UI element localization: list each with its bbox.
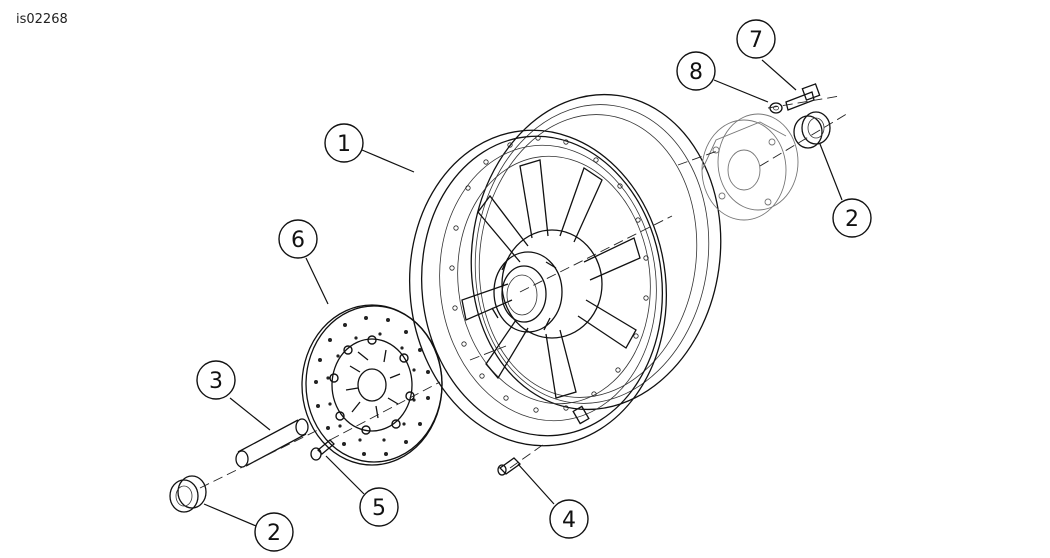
callout-3: 3 xyxy=(196,360,236,400)
bolt-7 xyxy=(785,83,821,111)
hub-spacer xyxy=(701,113,799,221)
callout-4: 4 xyxy=(549,499,589,539)
callout-8: 8 xyxy=(676,51,716,91)
callout-3-label: 3 xyxy=(209,369,223,394)
part-4 xyxy=(497,457,522,476)
wheel-spokes xyxy=(461,159,641,399)
callout-1: 1 xyxy=(324,123,364,163)
wheel-assembly xyxy=(408,93,722,447)
wheel-hub xyxy=(491,229,603,339)
callout-2-right: 2 xyxy=(832,198,872,238)
rim-holes xyxy=(449,135,649,413)
nut-right xyxy=(793,111,831,149)
brake-disc xyxy=(301,304,443,466)
callout-7: 7 xyxy=(736,19,776,59)
leader-lines xyxy=(203,59,843,527)
drawing-id-label: is02268 xyxy=(16,12,68,27)
callout-6-label: 6 xyxy=(291,228,305,253)
washer-8 xyxy=(769,102,783,114)
nut-left xyxy=(169,475,207,513)
disc-bolt-5 xyxy=(310,439,335,461)
callout-2-left: 2 xyxy=(254,512,294,552)
callout-5-label: 5 xyxy=(372,496,386,521)
axis-lines xyxy=(199,95,851,489)
spacer-tube-3 xyxy=(235,418,309,468)
callout-6: 6 xyxy=(278,219,318,259)
callout-1-label: 1 xyxy=(337,132,351,157)
callout-4-label: 4 xyxy=(562,508,576,533)
callout-7-label: 7 xyxy=(749,28,763,53)
callout-2-left-label: 2 xyxy=(267,521,281,546)
callout-8-label: 8 xyxy=(689,60,703,85)
valve-stem xyxy=(572,405,590,425)
callout-2-right-label: 2 xyxy=(845,207,859,232)
callout-5: 5 xyxy=(359,487,399,527)
